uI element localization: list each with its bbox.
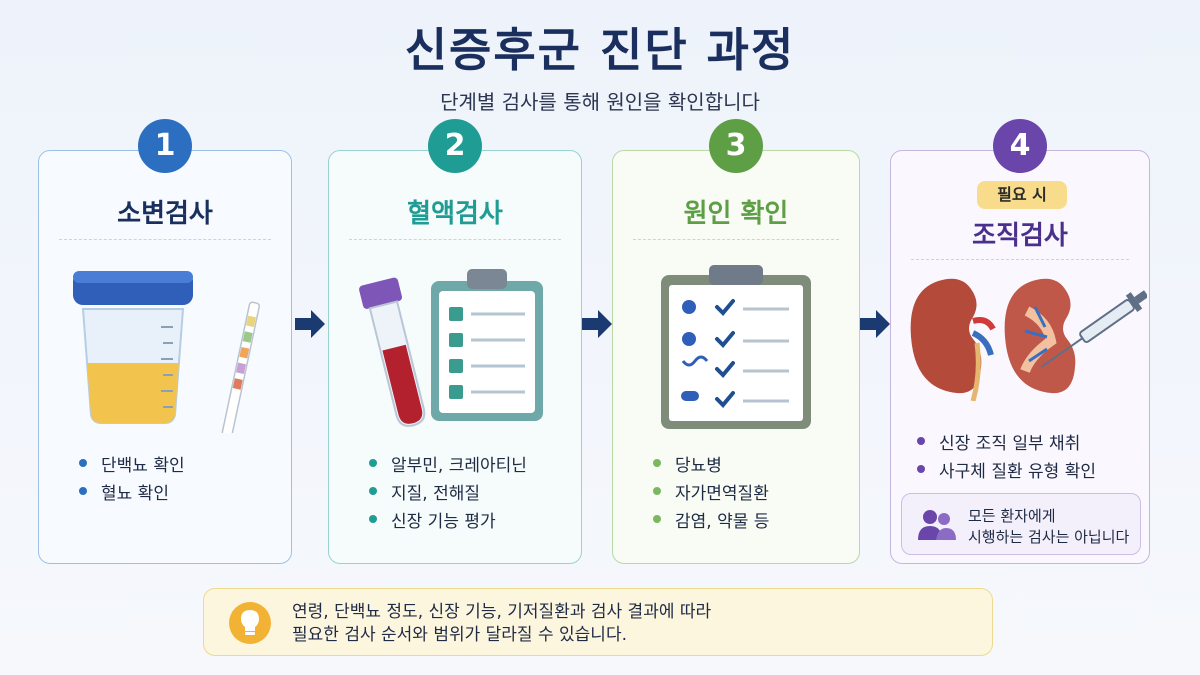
- page-subtitle: 단계별 검사를 통해 원인을 확인합니다: [440, 90, 760, 114]
- step-title: 소변검사: [117, 199, 213, 229]
- item-label: 감염, 약물 등: [675, 511, 770, 532]
- arrow-right-icon: [582, 310, 612, 338]
- item-label: 신장 기능 평가: [391, 511, 496, 532]
- step-number-1: 1: [138, 119, 192, 173]
- bullet-dot: [653, 515, 661, 523]
- item-label: 자가면역질환: [675, 483, 769, 504]
- step-items: 신장 조직 일부 채취 사구체 질환 유형 확인: [917, 427, 1096, 483]
- item-label: 알부민, 크레아티닌: [391, 455, 527, 476]
- list-item: 신장 기능 평가: [369, 505, 527, 533]
- blood-tube-icon: [359, 269, 543, 427]
- bullet-dot: [653, 487, 661, 495]
- bottom-line-2: 필요한 검사 순서와 범위가 달라질 수 있습니다.: [292, 625, 627, 645]
- bottom-text: 연령, 단백뇨 정도, 신장 기능, 기저질환과 검사 결과에 따라 필요한 검…: [292, 601, 711, 647]
- bullet-dot: [79, 487, 87, 495]
- users-icon: [918, 510, 956, 540]
- item-label: 혈뇨 확인: [101, 483, 169, 504]
- list-item: 지질, 전해질: [369, 477, 527, 505]
- list-item: 신장 조직 일부 채취: [917, 427, 1096, 455]
- note-text: 모든 환자에게 시행하는 검사는 아닙니다: [968, 506, 1129, 548]
- step-items: 당뇨병 자가면역질환 감염, 약물 등: [653, 449, 769, 533]
- kidney-icon: [910, 278, 1147, 401]
- list-item: 알부민, 크레아티닌: [369, 449, 527, 477]
- clipboard-icon: [661, 265, 811, 429]
- step-card-blood-test: 혈액검사 알부민, 크레아티닌 지질, 전해질 신장 기능 평가: [328, 150, 582, 564]
- bullet-dot: [917, 465, 925, 473]
- bottom-line-1: 연령, 단백뇨 정도, 신장 기능, 기저질환과 검사 결과에 따라: [292, 602, 712, 622]
- list-item: 당뇨병: [653, 449, 769, 477]
- badge-if-needed: 필요 시: [977, 181, 1067, 209]
- item-label: 사구체 질환 유형 확인: [939, 461, 1096, 482]
- bottom-info-box: 연령, 단백뇨 정도, 신장 기능, 기저질환과 검사 결과에 따라 필요한 검…: [203, 588, 993, 656]
- divider: [349, 239, 561, 240]
- bullet-dot: [917, 437, 925, 445]
- item-label: 신장 조직 일부 채취: [939, 433, 1081, 454]
- divider: [59, 239, 271, 240]
- step-card-biopsy: 필요 시 조직검사 신장 조직 일부 채취 사구체 질환 유형 확인 모든 환자…: [890, 150, 1150, 564]
- bullet-dot: [79, 459, 87, 467]
- item-label: 지질, 전해질: [391, 483, 481, 504]
- step-number-3: 3: [709, 119, 763, 173]
- list-item: 단백뇨 확인: [79, 449, 185, 477]
- urine-cup-icon: [73, 271, 261, 433]
- divider: [633, 239, 839, 240]
- biopsy-note: 모든 환자에게 시행하는 검사는 아닙니다: [901, 493, 1141, 555]
- list-item: 혈뇨 확인: [79, 477, 185, 505]
- step-card-cause-check: 원인 확인 당뇨병 자가면역질환 감염, 약물 등: [612, 150, 860, 564]
- item-label: 단백뇨 확인: [101, 455, 185, 476]
- note-line-1: 모든 환자에게: [968, 507, 1056, 525]
- step-title: 혈액검사: [407, 199, 503, 229]
- step-items: 단백뇨 확인 혈뇨 확인: [79, 449, 185, 505]
- list-item: 자가면역질환: [653, 477, 769, 505]
- note-line-2: 시행하는 검사는 아닙니다: [968, 528, 1130, 546]
- list-item: 사구체 질환 유형 확인: [917, 455, 1096, 483]
- step-title: 원인 확인: [683, 199, 789, 229]
- list-item: 감염, 약물 등: [653, 505, 769, 533]
- bullet-dot: [369, 459, 377, 467]
- bullet-dot: [653, 459, 661, 467]
- step-number-4: 4: [993, 119, 1047, 173]
- step-card-urine-test: 소변검사 단백뇨 확인 혈뇨 확인: [38, 150, 292, 564]
- lightbulb-icon: [229, 602, 271, 644]
- divider: [911, 259, 1129, 260]
- bullet-dot: [369, 487, 377, 495]
- step-items: 알부민, 크레아티닌 지질, 전해질 신장 기능 평가: [369, 449, 527, 533]
- step-title: 조직검사: [972, 221, 1068, 251]
- bullet-dot: [369, 515, 377, 523]
- page-title: 신증후군 진단 과정: [404, 23, 796, 77]
- arrow-right-icon: [295, 310, 325, 338]
- item-label: 당뇨병: [675, 455, 722, 476]
- step-number-2: 2: [428, 119, 482, 173]
- arrow-right-icon: [860, 310, 890, 338]
